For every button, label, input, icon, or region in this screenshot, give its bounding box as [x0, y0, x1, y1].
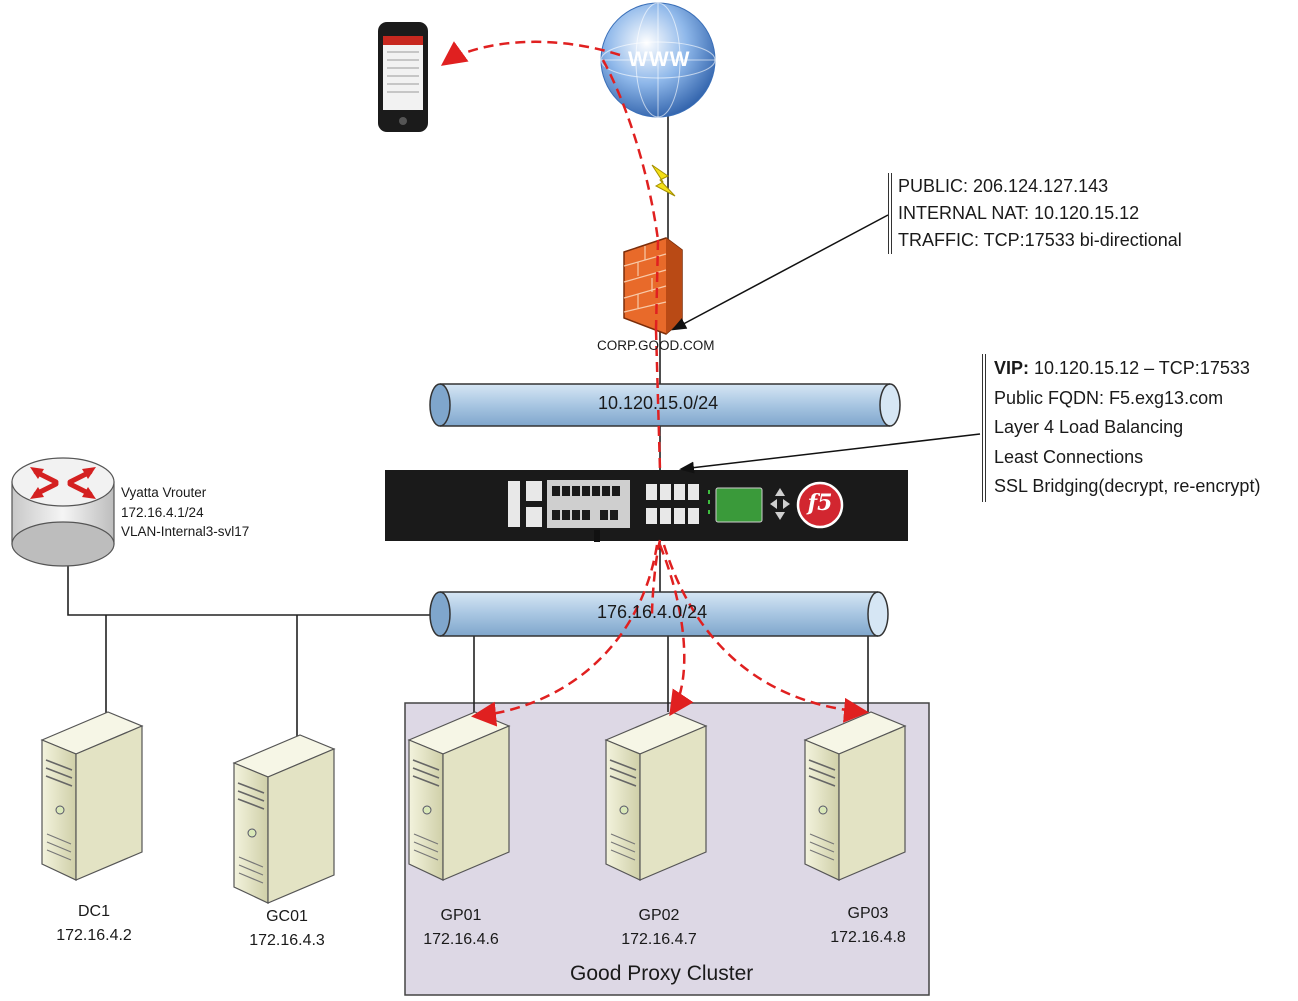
globe-icon: [600, 2, 716, 118]
router-vlan: VLAN-Internal3-svl17: [121, 524, 250, 539]
lower-network-pipe: [429, 591, 889, 637]
server-icon: [803, 711, 907, 881]
router-info: Vyatta Vrouter 172.16.4.1/24 VLAN-Intern…: [121, 483, 249, 542]
server-ip: 172.16.4.2: [56, 927, 132, 944]
least-connections-text: Least Connections: [994, 446, 1144, 467]
servers-group: [40, 711, 907, 904]
f5-logo: [796, 481, 844, 529]
load-balancing-text: Layer 4 Load Balancing: [994, 417, 1184, 437]
server-label-gp03: GP03 172.16.4.8: [808, 902, 928, 950]
vip-label: VIP:: [994, 358, 1030, 378]
vip-value: 10.120.15.12 – TCP:17533: [1029, 358, 1250, 378]
f5-logo-text: f5: [807, 490, 833, 516]
router-ip: 172.16.4.1/24: [121, 504, 204, 520]
server-name: GP02: [638, 907, 680, 924]
router-name: Vyatta Vrouter: [121, 485, 207, 500]
traffic-text: TRAFFIC: TCP:17533 bi-directional: [898, 230, 1182, 250]
server-name: GC01: [266, 908, 308, 925]
server-name: DC1: [77, 903, 110, 920]
upper-network-label: 10.120.15.0/24: [598, 393, 719, 413]
server-label-gp02: GP02 172.16.4.7: [599, 904, 719, 952]
lower-network-label: 176.16.4.0/24: [597, 602, 708, 622]
server-ip: 172.16.4.7: [621, 931, 697, 948]
server-ip: 172.16.4.8: [830, 929, 906, 946]
server-icon: [407, 711, 511, 881]
server-ip: 172.16.4.3: [249, 932, 325, 949]
network-links: [67, 115, 869, 738]
lightning-icon: [651, 164, 676, 197]
server-label-gc01: GC01 172.16.4.3: [227, 905, 347, 953]
firewall-hostname: CORP.GOOD.COM: [597, 338, 715, 353]
public-fqdn-text: Public FQDN: F5.exg13.com: [994, 387, 1224, 408]
server-icon: [604, 711, 708, 881]
server-icon: [232, 734, 336, 904]
server-label-dc1: DC1 172.16.4.2: [34, 900, 154, 948]
callout-pointers: [671, 214, 981, 474]
server-name: GP01: [440, 907, 482, 924]
upper-network-pipe: [429, 383, 901, 427]
internal-nat-text: INTERNAL NAT: 10.120.15.12: [898, 203, 1140, 223]
f5-callout: VIP: 10.120.15.12 – TCP:17533 Public FQD…: [982, 354, 1260, 502]
ssl-bridging-text: SSL Bridging(decrypt, re-encrypt): [994, 476, 1261, 496]
traffic-flow: [440, 40, 869, 727]
firewall-callout: PUBLIC: 206.124.127.143 INTERNAL NAT: 10…: [888, 173, 1182, 254]
server-name: GP03: [847, 905, 889, 922]
server-label-gp01: GP01 172.16.4.6: [401, 904, 521, 952]
public-ip-text: PUBLIC: 206.124.127.143: [898, 176, 1109, 196]
cluster-label: Good Proxy Cluster: [570, 962, 754, 985]
router-icon: [11, 457, 115, 567]
server-ip: 172.16.4.6: [423, 931, 499, 948]
firewall-icon: [623, 237, 683, 335]
phone-icon: [378, 22, 428, 132]
server-icon: [40, 711, 144, 881]
www-label: WWW: [628, 48, 691, 71]
